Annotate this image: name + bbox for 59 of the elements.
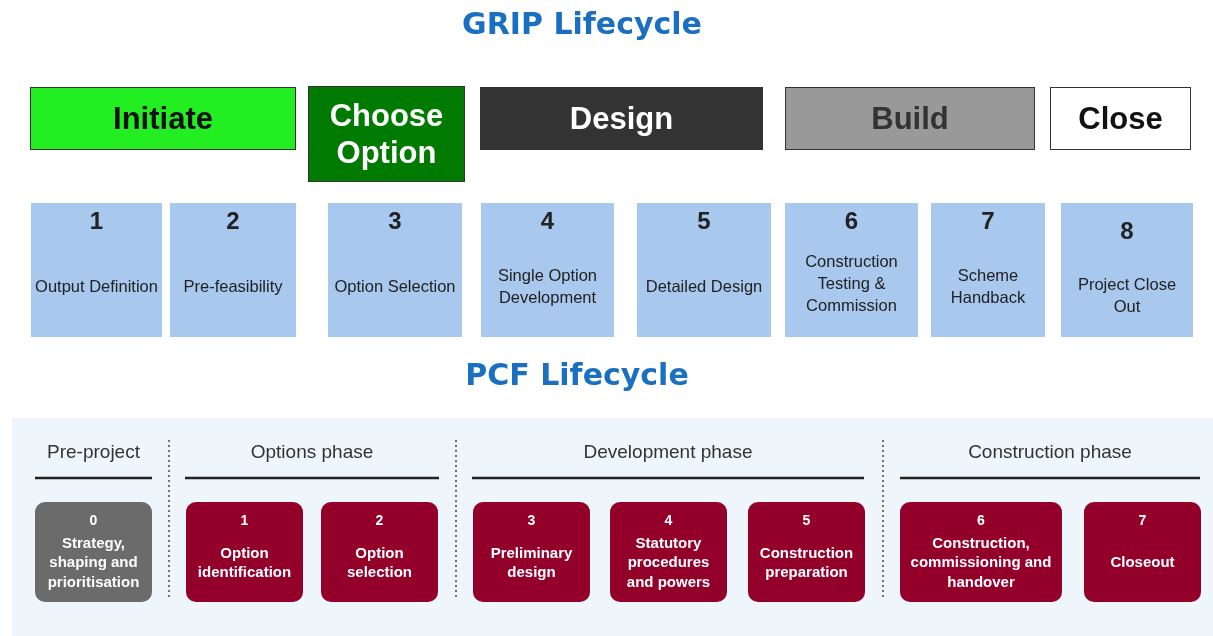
phase-box: Choose Option <box>308 86 465 182</box>
stage-name: Output Definition <box>34 275 159 297</box>
stage-name: Detailed Design <box>644 275 764 297</box>
stage-box <box>170 203 296 337</box>
stage-number: 3 <box>387 207 403 235</box>
stage-name: Option selection <box>346 542 413 582</box>
stage-box <box>748 502 865 602</box>
stage-number: 1 <box>88 207 105 235</box>
stage-number: 7 <box>980 207 996 235</box>
stage-name: Strategy, shaping and prioritisation <box>46 532 141 592</box>
phase-heading: Pre-project <box>46 441 141 463</box>
stage-name: Option Selection <box>333 275 457 297</box>
stage-name: Scheme Handback <box>949 264 1027 308</box>
phase-heading: Options phase <box>249 441 375 463</box>
stage-name: Statutory procedures and powers <box>625 532 712 592</box>
stage-number: 2 <box>374 512 385 528</box>
stage-box <box>900 502 1062 602</box>
stage-number: 8 <box>1119 217 1135 245</box>
stage-name: Pre-feasibility <box>182 275 284 297</box>
phase-box: Initiate <box>30 87 296 150</box>
stage-number: 0 <box>88 512 99 528</box>
stage-number: 7 <box>1137 512 1148 528</box>
stage-name: Construction, commissioning and handover <box>909 532 1053 592</box>
stage-box <box>35 502 152 602</box>
stage-box <box>328 203 462 337</box>
stage-name: Option identification <box>196 542 293 582</box>
stage-box <box>931 203 1045 337</box>
phase-heading: Construction phase <box>967 441 1133 463</box>
stage-box <box>1061 203 1193 337</box>
stage-number: 2 <box>225 207 241 235</box>
stage-box <box>473 502 590 602</box>
stage-name: Closeout <box>1109 552 1176 573</box>
diagram-title: GRIP Lifecycle <box>461 6 703 41</box>
phase-heading: Development phase <box>582 441 754 463</box>
section-heading: PCF Lifecycle <box>464 357 690 392</box>
stage-box <box>637 203 771 337</box>
stage-name: Single Option Development <box>496 264 599 308</box>
stage-box <box>31 203 162 337</box>
stage-number: 4 <box>663 512 674 528</box>
phase-box: Close <box>1050 87 1191 150</box>
stage-number: 6 <box>976 512 986 528</box>
stage-number: 3 <box>526 512 537 528</box>
stage-number: 4 <box>539 207 556 235</box>
stage-number: 6 <box>843 207 860 235</box>
stage-box <box>321 502 438 602</box>
stage-number: 5 <box>696 207 712 235</box>
stage-box <box>785 203 918 337</box>
stage-box <box>481 203 614 337</box>
stage-name: Construction preparation <box>758 542 855 582</box>
stage-box <box>610 502 727 602</box>
phase-box: Build <box>785 87 1035 150</box>
stage-box <box>1084 502 1201 602</box>
phase-box: Design <box>480 87 763 150</box>
stage-name: Construction Testing & Commission <box>804 250 899 317</box>
stage-number: 1 <box>239 512 250 528</box>
stage-name: Preliminary design <box>489 542 574 582</box>
stage-box <box>186 502 303 602</box>
stage-name: Project Close Out <box>1076 273 1178 317</box>
stage-number: 5 <box>801 512 812 528</box>
